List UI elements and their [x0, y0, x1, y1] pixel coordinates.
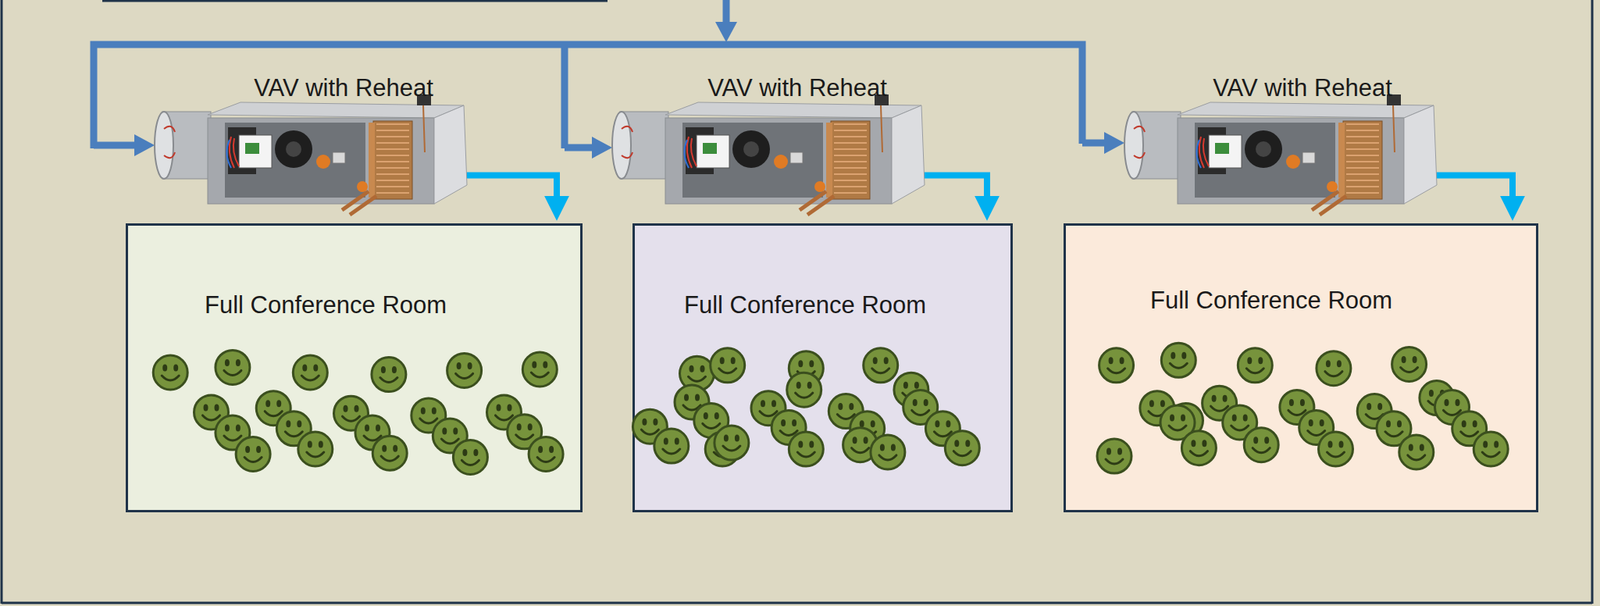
- room-box: Full Conference Room: [125, 223, 583, 513]
- person-smiley: [714, 425, 749, 460]
- frame-line: [1, 602, 1593, 605]
- unit-label: VAV with Reheat: [253, 74, 434, 103]
- person-smiley: [153, 355, 188, 390]
- person-smiley: [710, 348, 745, 383]
- person-smiley: [528, 437, 564, 472]
- person-smiley: [1097, 438, 1132, 474]
- person-smiley: [522, 352, 557, 387]
- people-illustration: [128, 225, 581, 510]
- vav-unit: VAV with Reheat: [1122, 74, 1444, 219]
- person-smiley: [1161, 342, 1196, 378]
- person-smiley: [1473, 431, 1508, 467]
- people-illustration: [1065, 225, 1536, 510]
- person-smiley: [1099, 348, 1134, 383]
- person-smiley: [1392, 347, 1427, 382]
- person-smiley: [787, 372, 822, 407]
- person-smiley: [1181, 431, 1216, 466]
- person-smiley: [1243, 427, 1279, 463]
- person-smiley: [1318, 431, 1354, 467]
- vav-unit: VAV with Reheat: [610, 74, 931, 219]
- person-smiley: [372, 435, 407, 471]
- person-smiley: [447, 352, 482, 388]
- person-smiley: [452, 439, 488, 474]
- room-label: Full Conference Room: [204, 291, 447, 320]
- frame-line: [0, 0, 4, 604]
- person-smiley: [1399, 434, 1434, 470]
- person-smiley: [292, 355, 328, 390]
- room-box: Full Conference Room: [632, 223, 1013, 513]
- person-smiley: [863, 348, 898, 383]
- people-illustration: [634, 225, 1011, 510]
- vav-unit: VAV with Reheat: [153, 74, 474, 219]
- frame-line: [102, 0, 608, 3]
- person-smiley: [215, 349, 250, 385]
- person-smiley: [371, 357, 407, 392]
- room-box: Full Conference Room: [1063, 223, 1539, 513]
- person-smiley: [298, 431, 333, 467]
- person-smiley: [944, 431, 980, 466]
- person-smiley: [235, 437, 271, 472]
- room-label: Full Conference Room: [684, 291, 927, 320]
- person-smiley: [1357, 394, 1392, 429]
- person-smiley: [674, 384, 710, 420]
- person-smiley: [1237, 348, 1273, 383]
- person-smiley: [654, 428, 689, 464]
- unit-label: VAV with Reheat: [1212, 74, 1393, 103]
- unit-label: VAV with Reheat: [707, 74, 888, 103]
- person-smiley: [870, 434, 906, 470]
- person-smiley: [1316, 351, 1351, 386]
- frame-line: [1591, 0, 1594, 604]
- room-label: Full Conference Room: [1150, 286, 1393, 315]
- person-smiley: [788, 431, 824, 467]
